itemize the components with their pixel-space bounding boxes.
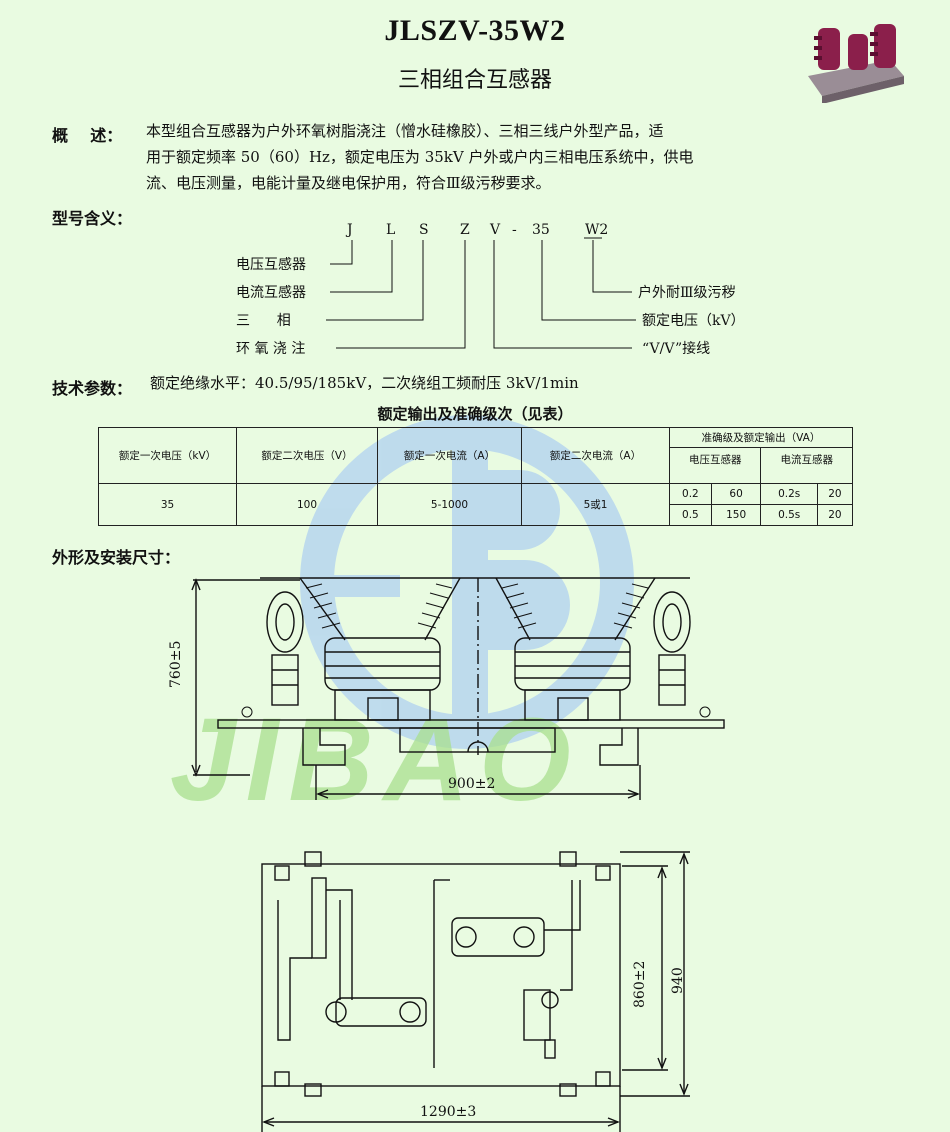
meaning-epoxy: 环 氧 浇 注 [236,341,306,357]
meaning-three-phase: 三 相 [236,313,291,329]
meaning-pt: 电压互感器 [236,257,306,273]
cell-primary-current: 5-1000 [377,483,522,526]
dim-plan-width: 1290±3 [420,1104,477,1120]
code-letter-z: Z [460,222,470,238]
header-secondary-current: 额定二次电流（A） [521,427,670,484]
product-name: 三相组合互感器 [397,68,552,93]
cell-pt-class: 0.5 [669,504,712,526]
cell-ct-class: 0.5s [760,504,818,526]
overview-line-2: 用于额定频率 50（60）Hz，额定电压为 35kV 户外或户内三相电压系统中，… [146,148,694,166]
cell-pt-va: 60 [710,483,762,505]
overview-label: 概 述： [52,126,123,145]
meaning-ct: 电流互感器 [236,285,306,301]
dim-front-width: 900±2 [448,776,496,792]
overview-line-1: 本型组合互感器为户外环氧树脂浇注（憎水硅橡胶）、三相三线户外型产品，适 [146,122,664,140]
cell-ct-va: 20 [816,504,854,526]
meaning-pollution: 户外耐Ⅲ级污秽 [638,285,736,301]
cell-pt-va: 150 [710,504,762,526]
spec-table: 额定一次电压（kV） 额定二次电压（V） 额定一次电流（A） 额定二次电流（A）… [98,427,854,526]
dim-height: 760±5 [168,640,184,688]
header-accuracy: 准确级及额定输出（VA） [669,427,853,448]
cell-primary-voltage: 35 [98,483,237,526]
watermark-text: JIBAO [170,694,581,826]
model-meaning-label: 型号含义： [52,209,133,228]
code-letter-l: L [386,222,396,238]
header-primary-voltage: 额定一次电压（kV） [98,427,237,484]
cell-ct-class: 0.2s [760,483,818,505]
header-ct: 电流互感器 [760,447,853,484]
code-w2: W2 [585,222,609,238]
tech-params-label: 技术参数： [52,379,133,398]
model-meaning-leader-lines [326,237,636,349]
header-primary-current: 额定一次电流（A） [377,427,522,484]
model-title: JLSZV-35W2 [384,14,566,47]
dim-depth-outer: 940 [670,967,686,994]
code-letter-s: S [419,222,429,238]
dimensions-label: 外形及安装尺寸： [52,548,181,567]
tech-params-text: 额定绝缘水平：40.5/95/185kV，二次绕组工频耐压 3kV/1min [150,374,579,392]
plan-view-drawing [261,851,690,1132]
cell-pt-class: 0.2 [669,483,712,505]
dim-depth-inner: 860±2 [632,960,648,1008]
code-letter-v: V [490,222,501,238]
meaning-vv-connection: “V/V”接线 [642,341,711,357]
table-caption: 额定输出及准确级次（见表） [377,405,573,423]
cell-secondary-voltage: 100 [236,483,378,526]
header-secondary-voltage: 额定二次电压（V） [236,427,378,484]
product-photo [808,24,904,103]
cell-ct-va: 20 [816,483,854,505]
code-letter-j: J [347,222,353,238]
cell-secondary-current: 5或1 [521,483,670,526]
meaning-rated-voltage: 额定电压（kV） [642,313,745,329]
front-elevation-drawing [191,577,725,800]
header-pt: 电压互感器 [668,447,762,484]
code-dash: - [512,222,517,238]
code-voltage: 35 [532,222,550,238]
overview-line-3: 流、电压测量，电能计量及继电保护用，符合Ⅲ级污秽要求。 [146,174,551,192]
